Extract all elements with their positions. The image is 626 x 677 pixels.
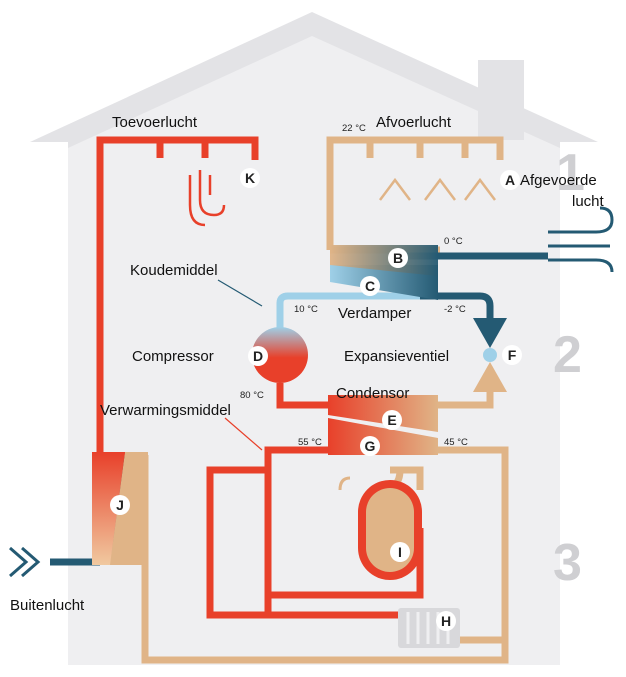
temp-heating-flow: 55 °C <box>298 437 322 448</box>
heating-exchanger-g <box>328 418 438 455</box>
heating-medium-label: Verwarmingsmiddel <box>100 402 231 419</box>
evaporator-exchanger <box>330 265 438 300</box>
refrigerant-label: Koudemiddel <box>130 262 218 279</box>
compressor-body <box>252 327 308 383</box>
marker-h-label: H <box>441 613 451 629</box>
temp-exhaust: 22 °C <box>342 123 366 134</box>
temp-heating-return: 45 °C <box>444 437 468 448</box>
temp-compressor-out: 80 °C <box>240 390 264 401</box>
marker-j <box>110 495 130 515</box>
marker-k <box>240 168 260 188</box>
outdoor-air-icon <box>9 546 41 578</box>
exhaust-exchanger-b <box>330 245 438 276</box>
supply-air-swirl-icon <box>188 170 226 227</box>
house-background <box>30 12 598 665</box>
heating-medium-leader <box>224 417 263 451</box>
discharged-air-label-1: Afgevoerde <box>520 172 597 189</box>
wind-icon <box>548 206 614 273</box>
marker-c <box>360 276 380 296</box>
marker-c-label: C <box>365 278 375 294</box>
temp-evap-in-right: -2 °C <box>444 304 466 315</box>
marker-a-label: A <box>505 172 515 188</box>
stage-3-number: 3 <box>553 534 582 592</box>
stage-2-number: 2 <box>553 326 582 384</box>
marker-i <box>390 542 410 562</box>
component-markers: A B C D E F G H I J K <box>110 168 522 631</box>
supply-air-duct <box>96 136 259 455</box>
marker-g <box>360 436 380 456</box>
marker-i-label: I <box>398 544 402 560</box>
expansion-valve-label: Expansieventiel <box>344 348 449 365</box>
condenser-label: Condensor <box>336 385 409 402</box>
marker-f <box>502 345 522 365</box>
evaporator-label: Verdamper <box>338 305 411 322</box>
expansion-valve <box>473 318 507 392</box>
heating-circuit <box>141 446 509 664</box>
compressor-label: Compressor <box>132 348 214 365</box>
shower-head-icon <box>338 476 351 491</box>
chimney <box>478 60 524 140</box>
marker-b <box>388 248 408 268</box>
marker-d-label: D <box>253 348 263 364</box>
stage-1-number: 1 <box>556 144 585 202</box>
marker-j-label: J <box>116 497 124 513</box>
marker-k-label: K <box>245 170 255 186</box>
marker-e <box>382 410 402 430</box>
marker-e-label: E <box>387 412 396 428</box>
marker-a <box>500 170 520 190</box>
outdoor-air-label: Buitenlucht <box>10 597 85 614</box>
temp-evap-out: 0 °C <box>444 236 463 247</box>
exhaust-air-label: Afvoerlucht <box>376 114 452 131</box>
exhaust-air-arrows-icon <box>379 177 496 201</box>
marker-b-label: B <box>393 250 403 266</box>
temp-evap-in-left: 10 °C <box>294 304 318 315</box>
marker-h <box>436 611 456 631</box>
condenser-exchanger <box>328 395 438 432</box>
discharged-air-label-2: lucht <box>572 193 605 210</box>
marker-f-label: F <box>508 347 517 363</box>
refrigerant-leader <box>217 279 263 307</box>
marker-d <box>248 346 268 366</box>
marker-g-label: G <box>365 438 376 454</box>
supply-air-label: Toevoerlucht <box>112 114 198 131</box>
